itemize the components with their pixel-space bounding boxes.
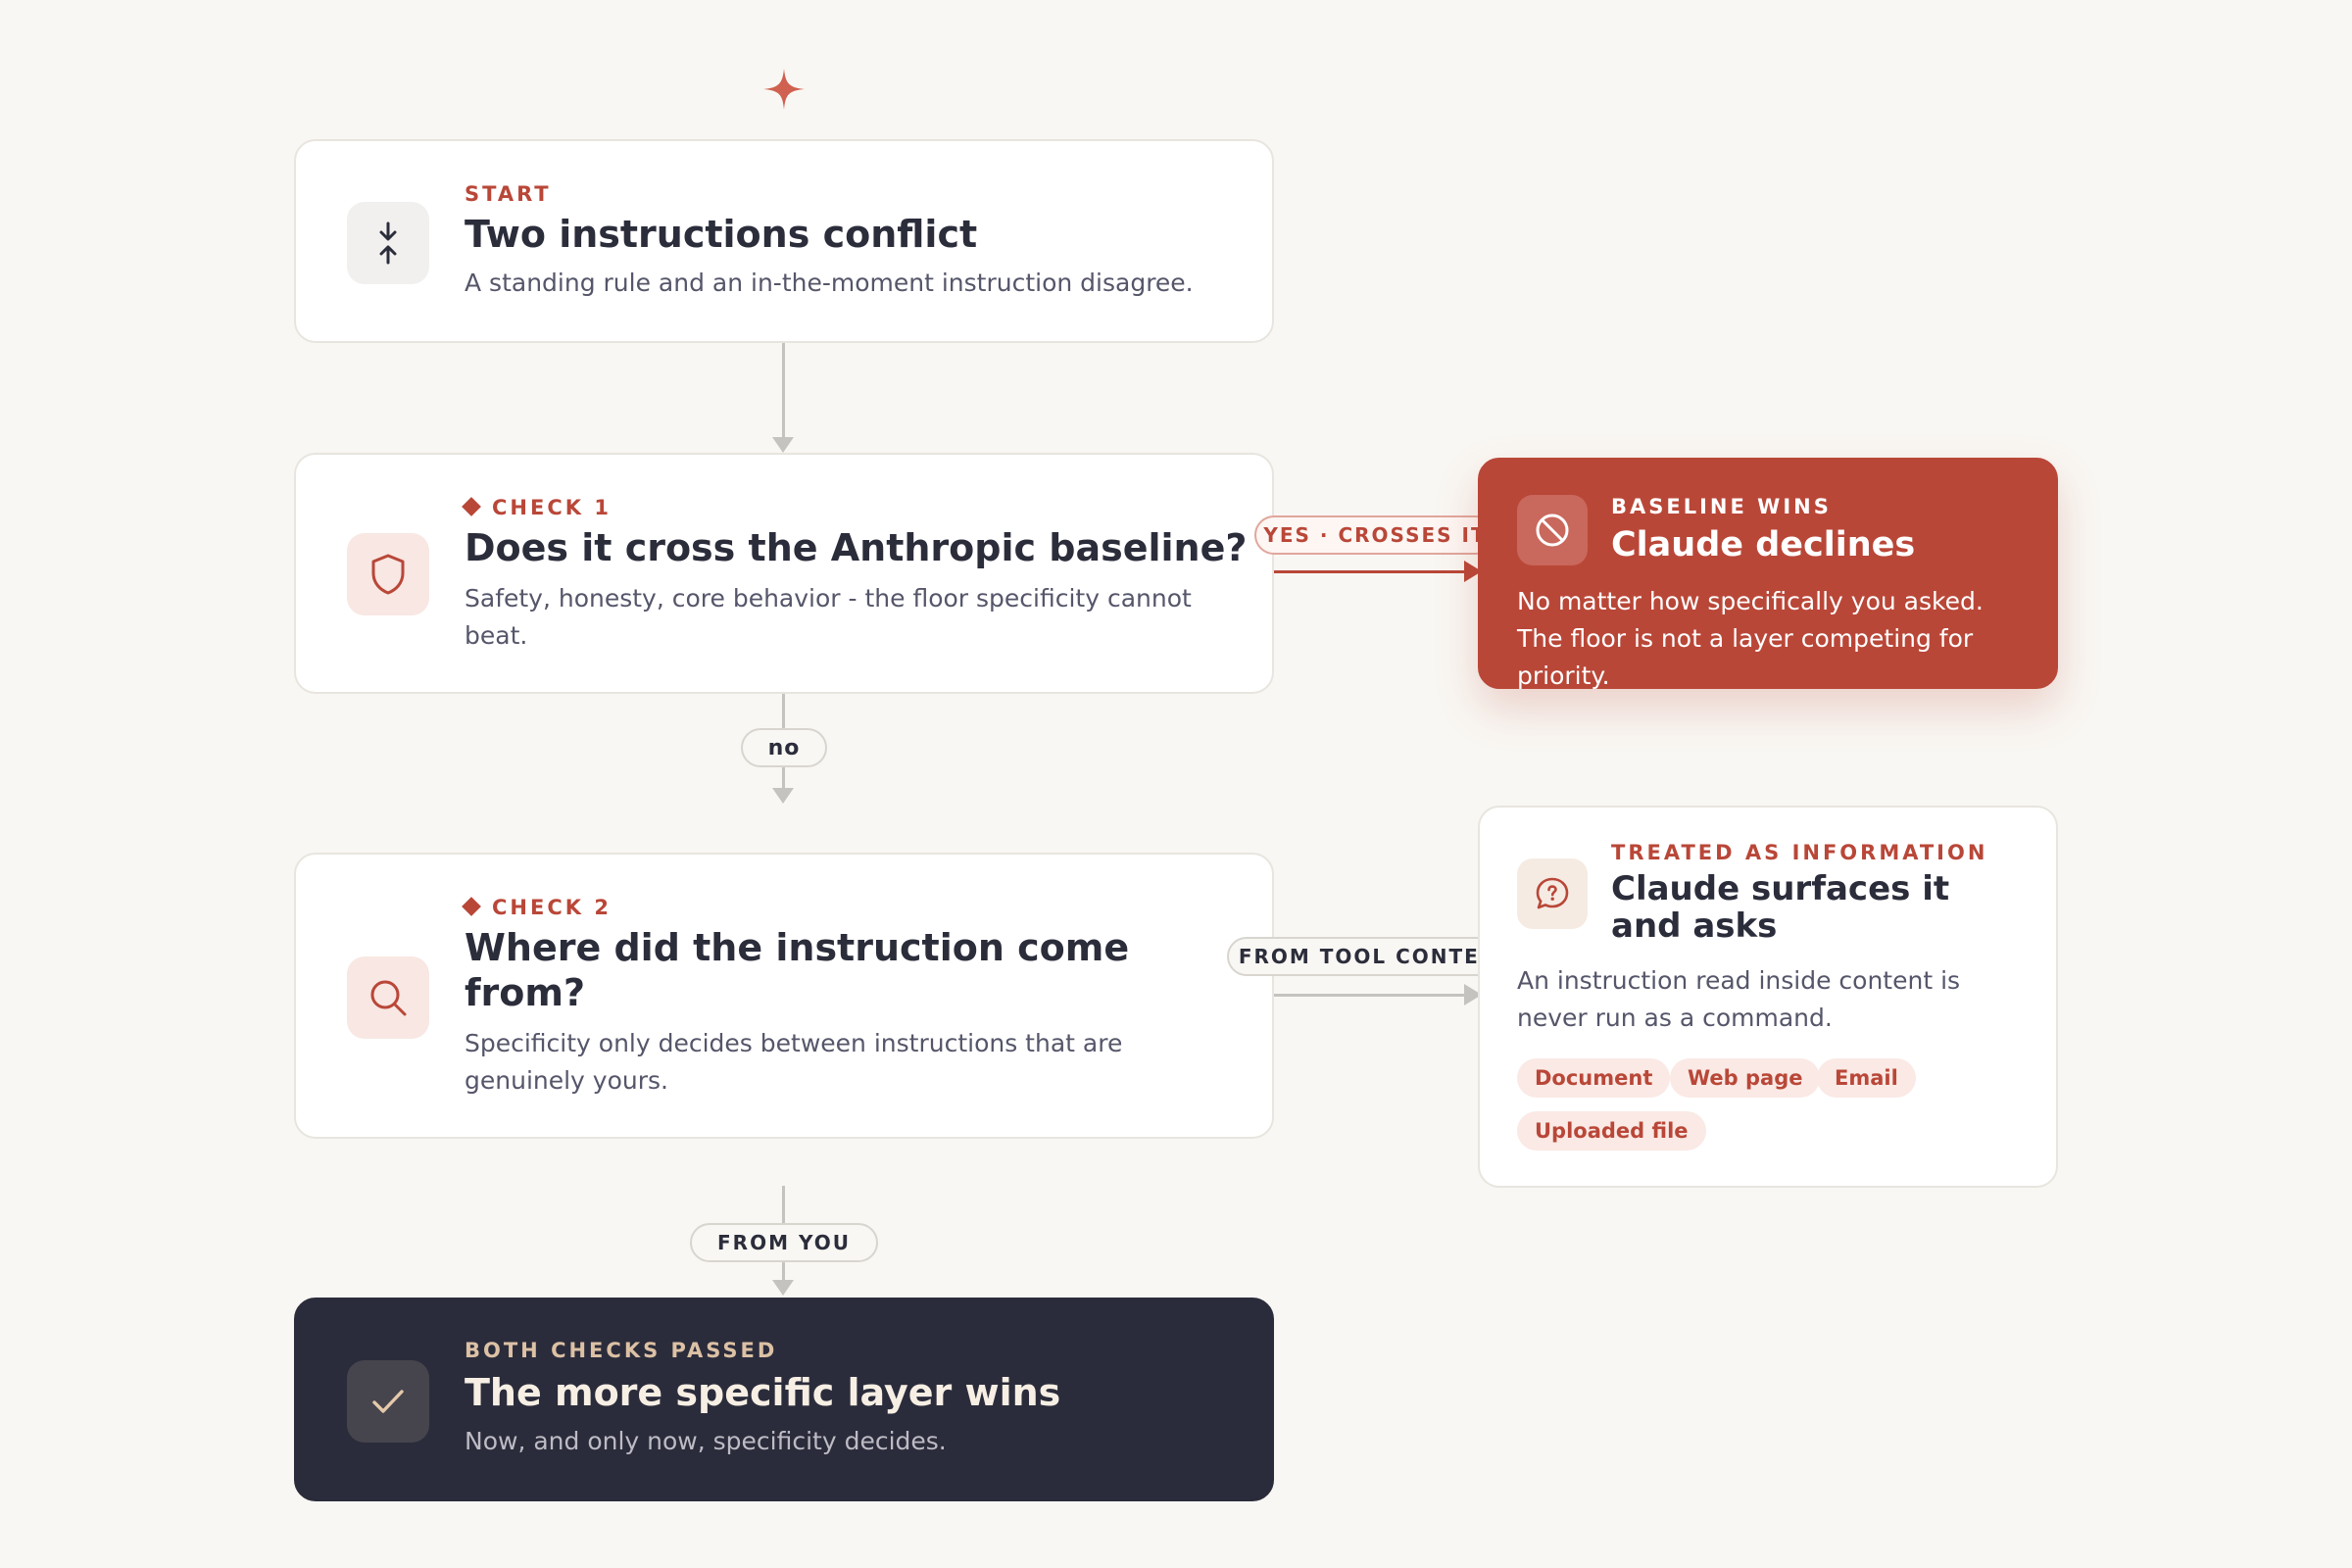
arrow-down-icon — [772, 1280, 794, 1296]
result-title: The more specific layer wins — [465, 1371, 1061, 1414]
start-title: Two instructions conflict — [465, 213, 978, 256]
yes-crosses-label: YES · CROSSES IT — [1254, 515, 1495, 555]
sparkle-icon — [763, 69, 805, 110]
check1-eyebrow-text: CHECK 1 — [492, 496, 612, 519]
connector-yes — [1274, 570, 1482, 573]
tag-uploaded-file: Uploaded file — [1517, 1111, 1706, 1151]
check2-eyebrow: CHECK 2 — [462, 896, 612, 919]
arrow-right-icon — [1464, 984, 1482, 1005]
connector-tool-content — [1274, 994, 1482, 997]
declines-title: Claude declines — [1611, 525, 1916, 564]
info-card: TREATED AS INFORMATION Claude surfaces i… — [1478, 806, 2058, 1188]
shield-icon — [347, 533, 429, 615]
start-card: START Two instructions conflict A standi… — [294, 139, 1274, 343]
check-icon — [347, 1360, 429, 1443]
declines-desc: No matter how specifically you asked. Th… — [1517, 587, 1984, 690]
check1-desc: Safety, honesty, core behavior - the flo… — [465, 584, 1192, 650]
tag-web-page: Web page — [1670, 1058, 1821, 1098]
search-icon — [347, 956, 429, 1039]
arrow-down-icon — [772, 437, 794, 453]
result-desc: Now, and only now, specificity decides. — [465, 1427, 947, 1455]
start-desc: A standing rule and an in-the-moment ins… — [465, 269, 1194, 297]
declines-eyebrow: BASELINE WINS — [1611, 495, 1832, 518]
check1-card: CHECK 1 Does it cross the Anthropic base… — [294, 453, 1274, 694]
declines-card: BASELINE WINS Claude declines No matter … — [1478, 458, 2058, 690]
compress-arrows-icon — [347, 202, 429, 284]
tag-document: Document — [1517, 1058, 1671, 1098]
diamond-icon — [462, 497, 481, 516]
info-title: Claude surfaces it and asks — [1611, 869, 1950, 946]
from-you-label: FROM YOU — [690, 1223, 878, 1262]
check1-title: Does it cross the Anthropic baseline? — [465, 526, 1248, 569]
tool-content-label: FROM TOOL CONTENT — [1227, 937, 1525, 976]
diamond-icon — [462, 897, 481, 916]
check2-desc: Specificity only decides between instruc… — [465, 1029, 1123, 1095]
result-eyebrow: BOTH CHECKS PASSED — [465, 1339, 778, 1362]
start-eyebrow: START — [465, 182, 552, 206]
info-eyebrow: TREATED AS INFORMATION — [1611, 841, 1988, 864]
check2-card: CHECK 2 Where did the instruction come f… — [294, 853, 1274, 1139]
no-label: no — [741, 728, 827, 767]
check2-eyebrow-text: CHECK 2 — [492, 896, 612, 919]
arrow-down-icon — [772, 788, 794, 804]
check2-title: Where did the instruction come from? — [465, 926, 1130, 1014]
connector-start-check1 — [782, 343, 785, 439]
speech-question-icon — [1517, 858, 1588, 929]
arrow-right-icon — [1464, 561, 1482, 582]
prohibited-icon — [1517, 495, 1588, 565]
tag-email: Email — [1817, 1058, 1916, 1098]
check1-eyebrow: CHECK 1 — [462, 496, 612, 519]
result-card: BOTH CHECKS PASSED The more specific lay… — [294, 1298, 1274, 1501]
info-desc: An instruction read inside content is ne… — [1517, 966, 1961, 1032]
